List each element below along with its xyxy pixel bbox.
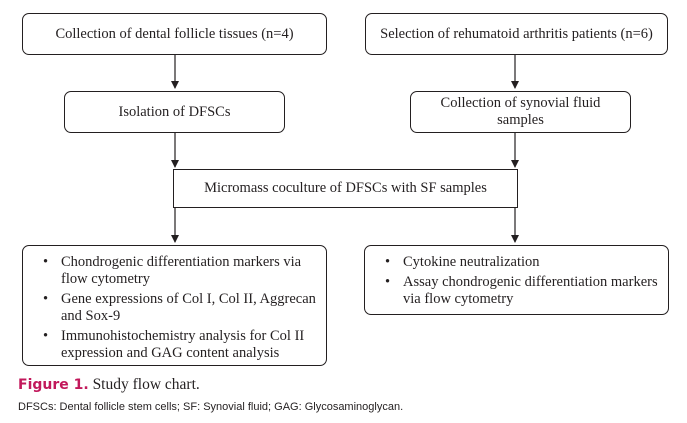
synovial-fluid-collection-text-line2: samples [497,112,544,128]
left-outcomes-list: • Chondrogenic differentiation markers v… [33,254,318,362]
ra-patient-selection-box: Selection of rehumatoid arthritis patien… [365,13,668,55]
synovial-fluid-collection-text-line1: Collection of synovial fluid [440,95,601,111]
left-outcome-item: • Gene expressions of Col I, Col II, Agg… [33,291,318,325]
ra-patient-selection-text: Selection of rehumatoid arthritis patien… [380,25,653,42]
bullet-mark: • [43,254,49,270]
dental-follicle-collection-text: Collection of dental follicle tissues (n… [55,25,294,42]
figure-caption-text: Study flow chart. [92,376,200,393]
figure-label: Figure 1. [18,377,89,393]
micromass-coculture-text: Micromass coculture of DFSCs with SF sam… [204,180,487,196]
bullet-mark: • [43,328,49,344]
figure-caption: Figure 1. Study flow chart. [18,376,200,394]
left-outcome-text: Chondrogenic differentiation markers via… [61,254,302,287]
micromass-coculture-box: Micromass coculture of DFSCs with SF sam… [173,169,518,208]
synovial-fluid-collection-box: Collection of synovial fluid samples [410,91,631,133]
left-outcome-text: Gene expressions of Col I, Col II, Aggre… [61,291,316,324]
right-outcomes-list: • Cytokine neutralization • Assay chondr… [375,254,660,308]
left-outcome-item: • Immunohistochemistry analysis for Col … [33,328,318,362]
abbreviations-footnote: DFSCs: Dental follicle stem cells; SF: S… [18,401,404,413]
right-outcome-text: Cytokine neutralization [403,254,540,270]
bullet-mark: • [43,291,49,307]
right-outcome-item: • Assay chondrogenic differentiation mar… [375,274,660,308]
left-outcome-text: Immunohistochemistry analysis for Col II… [61,328,305,361]
dental-follicle-collection-box: Collection of dental follicle tissues (n… [22,13,327,55]
bullet-mark: • [385,254,391,270]
right-outcome-item: • Cytokine neutralization [375,254,660,271]
right-outcome-text: Assay chondrogenic differentiation marke… [403,274,658,307]
left-outcomes-box: • Chondrogenic differentiation markers v… [22,245,327,366]
dfsc-isolation-box: Isolation of DFSCs [64,91,285,133]
right-outcomes-box: • Cytokine neutralization • Assay chondr… [364,245,669,315]
bullet-mark: • [385,274,391,290]
left-outcome-item: • Chondrogenic differentiation markers v… [33,254,318,288]
dfsc-isolation-text: Isolation of DFSCs [118,103,231,120]
